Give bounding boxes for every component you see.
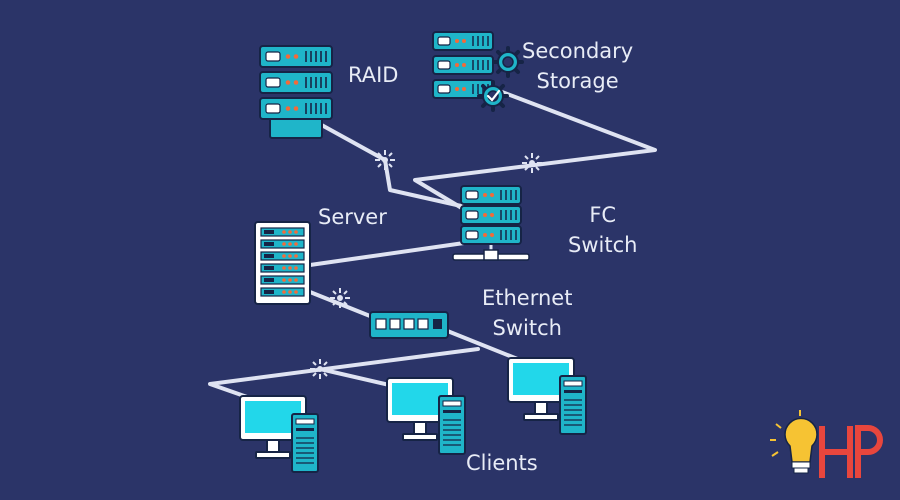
server-label: Server [318,205,387,229]
connection-spark-icon [329,287,351,309]
fc-switch-label: FC Switch [568,203,638,257]
raid-label: RAID [348,63,399,87]
fc-to-server-link [308,238,487,267]
checkmark-icon [477,80,509,112]
fc-switch-icon [452,185,530,261]
ethernet-switch-icon [369,311,449,339]
raid-to-fc-link [316,121,472,210]
storage-to-fc-link [413,90,657,215]
clients-label: Clients [466,451,538,475]
gear-icon [492,46,524,78]
logo [770,410,883,478]
connection-lines [208,90,657,400]
server-to-ethernet-link [308,290,377,320]
secondary-storage-label: Secondary Storage [522,39,634,93]
connection-spark-icon [521,152,543,174]
server-tower-icon [254,221,311,305]
connection-spark-icon [374,149,396,171]
ethernet-to-client-right-link [443,328,522,362]
connection-spark-icon [309,358,331,380]
branch-to-client-middle-link [318,367,400,389]
desktop-computer-icon [507,357,587,435]
lightbulb-icon [770,410,818,474]
desktop-computer-icon [386,377,466,455]
desktop-computer-icon [239,395,319,473]
raid-server-icon [259,45,333,139]
ethernet-switch-label: Ethernet Switch [482,286,573,340]
ethernet-to-clients-link [208,347,480,400]
storage-server-icon [432,31,524,112]
